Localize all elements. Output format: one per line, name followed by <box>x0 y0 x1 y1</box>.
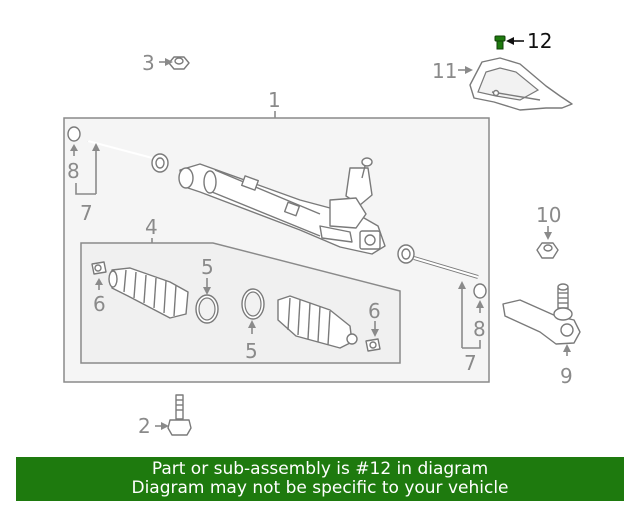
left-boot-clamp[interactable] <box>91 261 107 275</box>
outer-tie-rod-end[interactable] <box>502 283 581 345</box>
steering-gear-housing[interactable] <box>178 157 386 255</box>
callout-10[interactable]: 10 <box>536 203 561 227</box>
right-bellows-boot[interactable] <box>277 295 358 349</box>
heat-shield[interactable] <box>469 57 573 111</box>
callout-3[interactable]: 3 <box>142 51 155 75</box>
callout-1[interactable]: 1 <box>268 88 281 112</box>
callout-4[interactable]: 4 <box>145 215 158 239</box>
nut-10[interactable] <box>536 242 559 259</box>
callout-7-right[interactable]: 7 <box>464 351 477 375</box>
callout-6-right[interactable]: 6 <box>368 299 381 323</box>
left-tie-rod[interactable] <box>87 140 169 173</box>
highlighted-fastener-12[interactable] <box>494 35 506 50</box>
bolt-2[interactable] <box>167 394 192 436</box>
right-tie-rod[interactable] <box>397 244 479 279</box>
right-clamp-ring[interactable] <box>241 288 265 320</box>
callout-9[interactable]: 9 <box>560 364 573 388</box>
nut-3[interactable] <box>168 56 190 70</box>
right-boot-clamp[interactable] <box>365 338 381 352</box>
callout-8-right[interactable]: 8 <box>473 317 486 341</box>
banner-line-1: Part or sub-assembly is #12 in diagram <box>151 459 489 479</box>
callout-5-top[interactable]: 5 <box>201 255 214 279</box>
callout-6-left[interactable]: 6 <box>93 292 106 316</box>
left-clamp-ring[interactable] <box>195 294 219 324</box>
right-tie-rod-jam-nut[interactable] <box>473 283 487 299</box>
info-banner: Part or sub-assembly is #12 in diagram D… <box>16 457 624 501</box>
callout-11[interactable]: 11 <box>432 59 457 83</box>
callout-5-bottom[interactable]: 5 <box>245 339 258 363</box>
left-bellows-boot[interactable] <box>108 267 189 319</box>
banner-line-2: Diagram may not be specific to your vehi… <box>131 478 509 498</box>
callout-7-left[interactable]: 7 <box>80 201 93 225</box>
callout-2[interactable]: 2 <box>138 414 151 438</box>
callout-8-left[interactable]: 8 <box>67 159 80 183</box>
left-tie-rod-jam-nut[interactable] <box>67 126 81 142</box>
callout-12[interactable]: 12 <box>527 29 552 53</box>
